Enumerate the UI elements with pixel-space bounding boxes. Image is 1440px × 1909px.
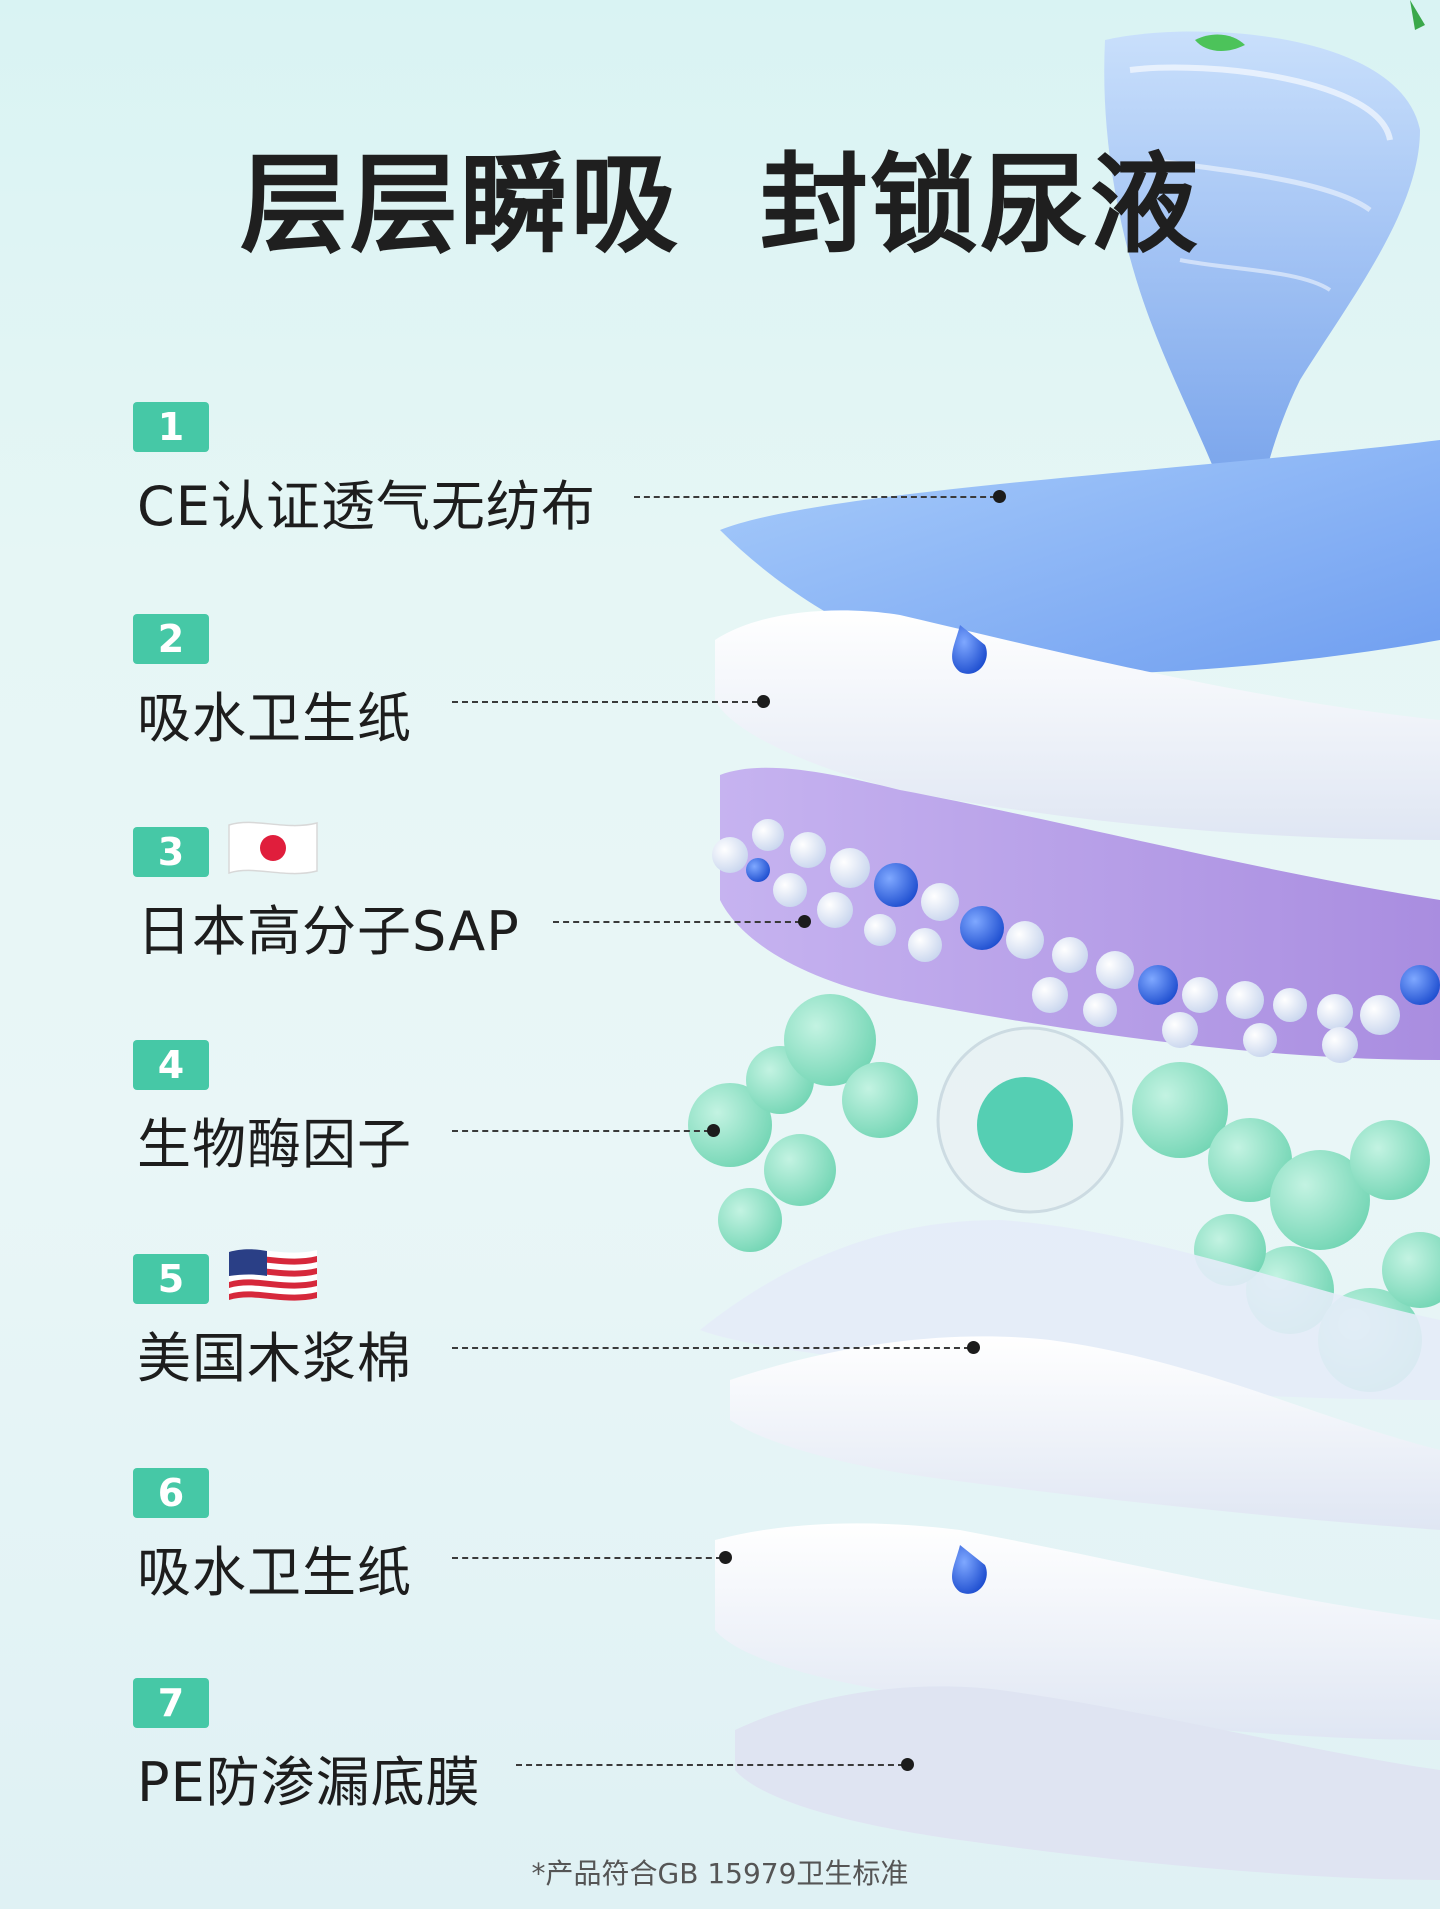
layer-label: 生物酶因子 xyxy=(137,1113,412,1176)
leader-line xyxy=(452,1130,710,1132)
leader-line xyxy=(634,496,996,498)
layer-item-1: 1 CE认证透气无纺布 xyxy=(0,402,1440,552)
leader-line xyxy=(516,1764,904,1766)
layer-number-badge: 4 xyxy=(133,1040,209,1090)
layer-number-badge: 1 xyxy=(133,402,209,452)
japan-flag-icon xyxy=(228,821,318,875)
layer-number-badge: 7 xyxy=(133,1678,209,1728)
title-part-2: 封锁尿液 xyxy=(760,143,1201,268)
layer-number-badge: 5 xyxy=(133,1254,209,1304)
layer-item-2: 2 吸水卫生纸 xyxy=(0,614,1440,764)
layer-label: 美国木浆棉 xyxy=(137,1327,412,1390)
sap-beads xyxy=(712,819,1440,1063)
leader-line xyxy=(452,1347,970,1349)
layer-label: 吸水卫生纸 xyxy=(137,1541,412,1604)
layer-item-5: 5 美国木浆棉 xyxy=(0,1249,1440,1404)
layer-number-badge: 6 xyxy=(133,1468,209,1518)
layer-label: CE认证透气无纺布 xyxy=(137,475,596,538)
layer-item-3: 3 日本高分子SAP xyxy=(0,821,1440,977)
leader-dot xyxy=(901,1758,914,1771)
layer-item-4: 4 生物酶因子 xyxy=(0,1040,1440,1190)
layer-number-badge: 2 xyxy=(133,614,209,664)
leader-dot xyxy=(707,1124,720,1137)
standard-footnote: *产品符合GB 15979卫生标准 xyxy=(531,1857,909,1890)
layer-item-6: 6 吸水卫生纸 xyxy=(0,1468,1440,1618)
leader-dot xyxy=(967,1341,980,1354)
layer-label: PE防渗漏底膜 xyxy=(137,1751,481,1814)
layer-number-badge: 3 xyxy=(133,827,209,877)
layer-label: 日本高分子SAP xyxy=(137,900,520,963)
leader-line xyxy=(452,1557,722,1559)
leader-line xyxy=(452,701,758,703)
leader-line xyxy=(553,921,801,923)
leader-dot xyxy=(719,1551,732,1564)
leader-dot xyxy=(993,490,1006,503)
usa-flag-icon xyxy=(229,1249,317,1301)
enzyme-spheres xyxy=(688,994,1440,1392)
title-part-1: 层层瞬吸 xyxy=(239,143,680,268)
leader-dot xyxy=(757,695,770,708)
leader-dot xyxy=(798,915,811,928)
layer-item-7: 7 PE防渗漏底膜 xyxy=(0,1678,1440,1828)
page-title: 层层瞬吸封锁尿液 xyxy=(0,118,1440,274)
layer-label: 吸水卫生纸 xyxy=(137,687,412,750)
